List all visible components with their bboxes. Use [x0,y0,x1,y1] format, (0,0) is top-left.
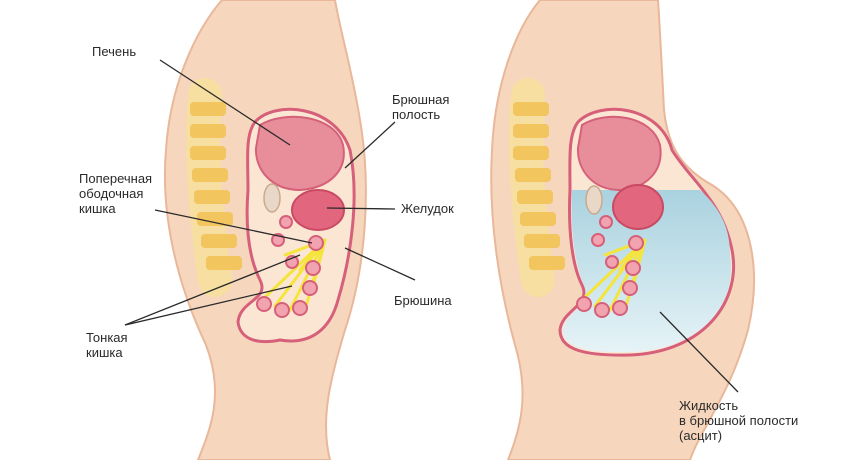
leader-transverse-colon [154,209,313,244]
label-abdominal-cavity: Брюшная полость [392,92,450,122]
leader-small-intestine-2 [124,285,293,326]
small-intestine-loops [576,215,644,318]
label-transverse-colon: Поперечная ободочная кишка [79,171,153,216]
leader-stomach [326,207,396,210]
leader-small-intestine-1 [124,254,301,326]
label-ascites: Жидкость в брюшной полости (асцит) [679,398,799,443]
leader-abdominal-cavity [344,121,396,169]
liver [254,115,345,192]
label-peritoneum: Брюшина [394,293,452,308]
leader-ascites [659,311,739,393]
gallbladder [585,185,603,215]
spine [509,78,565,297]
label-small-intestine: Тонкая кишка [86,330,128,360]
gallbladder [263,183,281,213]
leader-lines [124,59,739,393]
stomach [612,184,664,230]
normal-abdomen-figure [163,0,367,460]
spine [186,78,242,297]
label-liver: Печень [92,44,137,59]
ascites-abdomen-figure [490,0,755,460]
leader-peritoneum [344,247,416,281]
stomach [291,189,345,231]
leader-liver [159,59,291,146]
label-stomach: Желудок [401,201,454,216]
liver [576,115,662,192]
